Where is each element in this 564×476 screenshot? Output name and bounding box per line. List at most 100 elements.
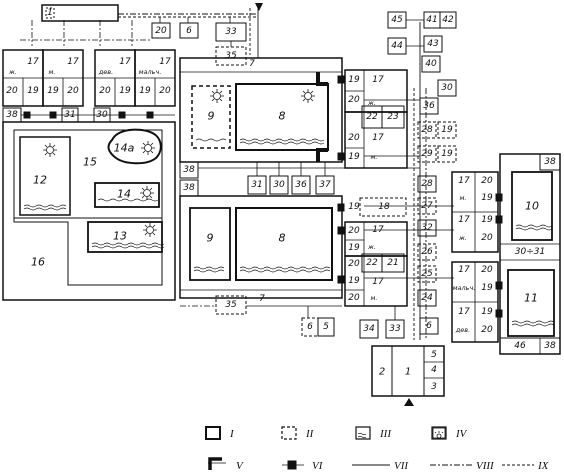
svg-text:м.: м.: [371, 153, 378, 161]
entrance-block-bottom: [371, 345, 445, 397]
svg-text:20: 20: [348, 226, 360, 236]
svg-text:17: 17: [159, 57, 171, 67]
svg-text:6: 6: [426, 321, 432, 331]
svg-text:13: 13: [113, 230, 127, 243]
changing-unit-lower: [344, 221, 408, 307]
svg-text:17: 17: [372, 133, 384, 143]
legend: [205, 426, 534, 470]
svg-text:17: 17: [372, 225, 384, 235]
svg-text:46: 46: [514, 341, 526, 351]
svg-text:32: 32: [421, 223, 433, 233]
svg-text:5: 5: [323, 322, 329, 332]
svg-text:11: 11: [524, 292, 538, 305]
svg-text:6: 6: [307, 322, 313, 332]
svg-text:ж.: ж.: [367, 243, 376, 251]
svg-text:24: 24: [421, 293, 433, 303]
svg-text:31: 31: [251, 180, 262, 190]
svg-text:2: 2: [379, 367, 385, 378]
svg-text:19: 19: [139, 86, 151, 96]
svg-text:28: 28: [421, 179, 433, 189]
svg-text:36: 36: [423, 101, 435, 111]
svg-text:19: 19: [441, 149, 453, 159]
svg-text:VIII: VIII: [476, 460, 495, 472]
svg-text:7: 7: [249, 59, 255, 69]
svg-text:33: 33: [389, 324, 401, 334]
svg-text:20: 20: [481, 325, 493, 335]
svg-text:19: 19: [481, 193, 493, 203]
svg-text:19: 19: [348, 75, 360, 85]
svg-text:6: 6: [186, 26, 192, 36]
svg-text:17: 17: [119, 57, 131, 67]
svg-text:40: 40: [425, 59, 437, 69]
svg-text:19: 19: [348, 276, 360, 286]
svg-text:20: 20: [481, 233, 493, 243]
left-changing-blocks: [2, 49, 176, 107]
svg-text:дев.: дев.: [455, 326, 470, 334]
svg-text:8: 8: [279, 110, 286, 123]
main-vertical-utility: [413, 22, 427, 340]
svg-text:17: 17: [458, 307, 470, 317]
svg-text:20: 20: [159, 86, 171, 96]
svg-text:10: 10: [525, 200, 539, 213]
svg-text:17: 17: [458, 265, 470, 275]
svg-text:14: 14: [117, 188, 131, 201]
svg-text:25: 25: [421, 269, 433, 279]
svg-text:17: 17: [458, 176, 470, 186]
svg-text:20: 20: [348, 259, 360, 269]
svg-text:дев.: дев.: [98, 68, 113, 76]
svg-text:43: 43: [427, 39, 439, 49]
svg-text:41: 41: [426, 15, 437, 25]
svg-text:35: 35: [225, 51, 237, 61]
svg-text:7: 7: [259, 294, 265, 304]
svg-text:23: 23: [387, 112, 399, 122]
svg-text:38: 38: [544, 341, 556, 351]
svg-text:3: 3: [431, 382, 437, 392]
svg-text:20: 20: [481, 176, 493, 186]
svg-text:9: 9: [208, 110, 215, 123]
svg-text:38: 38: [183, 183, 195, 193]
svg-text:19: 19: [119, 86, 131, 96]
shutoff-valves-left: [23, 111, 154, 119]
svg-text:м.: м.: [371, 294, 378, 302]
labels: 1 20 6 33 35 7 17 ж. 17 м. 17 дев. 17 ма…: [6, 8, 556, 392]
svg-text:28: 28: [421, 125, 433, 135]
svg-text:5: 5: [431, 350, 437, 360]
svg-text:19: 19: [481, 307, 493, 317]
svg-text:31: 31: [64, 110, 75, 120]
svg-text:27: 27: [421, 201, 433, 211]
svg-text:20: 20: [348, 95, 360, 105]
svg-text:17: 17: [372, 277, 384, 287]
svg-text:17: 17: [27, 57, 39, 67]
svg-text:16: 16: [31, 256, 45, 269]
svg-text:м.: м.: [460, 194, 467, 202]
svg-text:20: 20: [6, 86, 18, 96]
svg-text:37: 37: [319, 180, 331, 190]
water-waves: [23, 198, 165, 249]
svg-text:30: 30: [273, 180, 285, 190]
svg-text:45: 45: [391, 15, 403, 25]
svg-text:14а: 14а: [114, 142, 135, 155]
svg-text:IV: IV: [455, 428, 468, 440]
svg-text:мальч.: мальч.: [453, 284, 476, 292]
right-group: [451, 153, 561, 355]
shutoff-valves-right: [495, 193, 503, 318]
svg-text:4: 4: [431, 365, 437, 375]
svg-text:VI: VI: [312, 460, 324, 472]
svg-text:17: 17: [458, 215, 470, 225]
svg-text:19: 19: [348, 243, 360, 253]
sun-icon: [43, 89, 446, 439]
svg-text:IX: IX: [537, 460, 550, 472]
svg-text:1: 1: [405, 367, 411, 378]
central-upper-hall: [179, 57, 343, 163]
svg-text:III: III: [379, 428, 392, 440]
svg-text:22: 22: [366, 258, 378, 268]
svg-text:36: 36: [295, 180, 307, 190]
svg-text:26: 26: [421, 247, 433, 257]
svg-text:38: 38: [6, 110, 18, 120]
svg-text:18: 18: [378, 202, 390, 212]
svg-text:20: 20: [348, 293, 360, 303]
svg-text:I: I: [229, 428, 235, 440]
svg-text:17: 17: [372, 75, 384, 85]
svg-text:20: 20: [348, 133, 360, 143]
